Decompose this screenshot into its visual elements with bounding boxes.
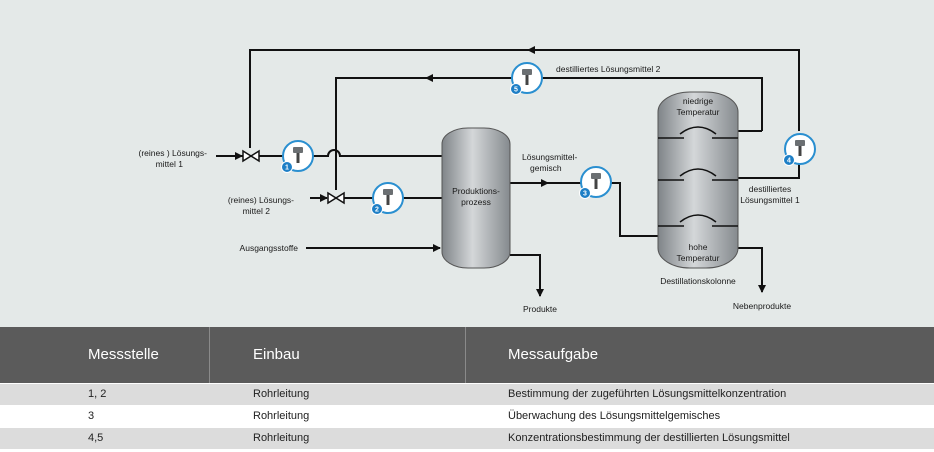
label-gemisch-line2: gemisch <box>530 163 562 173</box>
label-reines-1-line1: (reines ) Lösungs- <box>138 148 207 158</box>
label-nebenprodukte: Nebenprodukte <box>733 301 791 311</box>
label-hohe-line2: Temperatur <box>677 253 720 263</box>
cell-messstelle: 1, 2 <box>88 388 107 400</box>
pipes <box>216 46 800 297</box>
table-header: Messstelle Einbau Messaufgabe <box>0 327 934 383</box>
label-dest-1-line1: destilliertes <box>749 184 792 194</box>
label-reines-2-line1: (reines) Lösungs- <box>228 195 294 205</box>
valve-1 <box>242 149 260 163</box>
cell-messaufgabe: Konzentrationsbestimmung der destilliert… <box>508 432 790 444</box>
sensor-3-number: 3 <box>583 191 587 198</box>
label-ausgangsstoffe: Ausgangsstoffe <box>240 243 299 253</box>
cell-einbau: Rohrleitung <box>253 410 310 422</box>
header-divider <box>209 327 210 383</box>
sensor-5-number: 5 <box>514 87 518 94</box>
measurement-table: Messstelle Einbau Messaufgabe 1, 2 Rohrl… <box>0 327 934 452</box>
pipe-return-2 <box>335 77 763 190</box>
sensor-2: 2 <box>371 182 404 215</box>
sensor-1-number: 1 <box>285 165 289 172</box>
cell-einbau: Rohrleitung <box>253 432 310 444</box>
pipe-feed-1-out <box>258 149 442 157</box>
production-vessel <box>441 127 511 269</box>
table-row: 3 Rohrleitung Überwachung des Lösungsmit… <box>0 406 934 427</box>
cell-messstelle: 3 <box>88 410 95 422</box>
sensor-4: 4 <box>783 133 816 166</box>
sensor-3: 3 <box>579 166 612 199</box>
cell-messaufgabe: Überwachung des Lösungsmittelgemisches <box>508 410 721 422</box>
pipe-return-1 <box>249 49 800 148</box>
sensor-5: 5 <box>510 62 543 95</box>
label-hohe-line1: hohe <box>689 242 708 252</box>
sensor-1: 1 <box>281 140 314 173</box>
label-niedrige-line2: Temperatur <box>677 107 720 117</box>
distillation-column <box>657 91 739 269</box>
label-reines-2-line2: mittel 2 <box>243 206 271 216</box>
sensor-2-number: 2 <box>375 207 379 214</box>
label-gemisch-line1: Lösungsmittel- <box>522 152 577 162</box>
valve-2 <box>327 191 345 205</box>
label-reines-1-line2: mittel 1 <box>156 159 184 169</box>
label-dest-1-line2: Lösungsmittel 1 <box>740 195 800 205</box>
label-prozess-line1: Produktions- <box>452 186 500 196</box>
label-niedrige-line1: niedrige <box>683 96 714 106</box>
header-messaufgabe: Messaufgabe <box>508 346 599 363</box>
sensor-4-number: 4 <box>787 158 791 165</box>
table-row: 4,5 Rohrleitung Konzentrationsbestimmung… <box>0 428 934 449</box>
label-destillationskolonne: Destillationskolonne <box>660 276 736 286</box>
header-einbau: Einbau <box>253 346 300 363</box>
pipe-produkte <box>510 254 544 297</box>
pipe-neben <box>738 247 766 293</box>
table-row: 1, 2 Rohrleitung Bestimmung der zugeführ… <box>0 384 934 405</box>
header-messstelle: Messstelle <box>88 346 159 363</box>
label-dest-2: destilliertes Lösungsmittel 2 <box>556 64 661 74</box>
cell-einbau: Rohrleitung <box>253 388 310 400</box>
cell-messstelle: 4,5 <box>88 432 104 444</box>
sensor-1-badge <box>281 161 293 173</box>
label-produkte: Produkte <box>523 304 557 314</box>
label-prozess-line2: prozess <box>461 197 491 207</box>
cell-messaufgabe: Bestimmung der zugeführten Lösungsmittel… <box>508 388 787 400</box>
process-diagram: 1 2 3 4 5 (reines ) Lösungs- mittel 1 (r… <box>0 0 934 327</box>
header-divider <box>465 327 466 383</box>
